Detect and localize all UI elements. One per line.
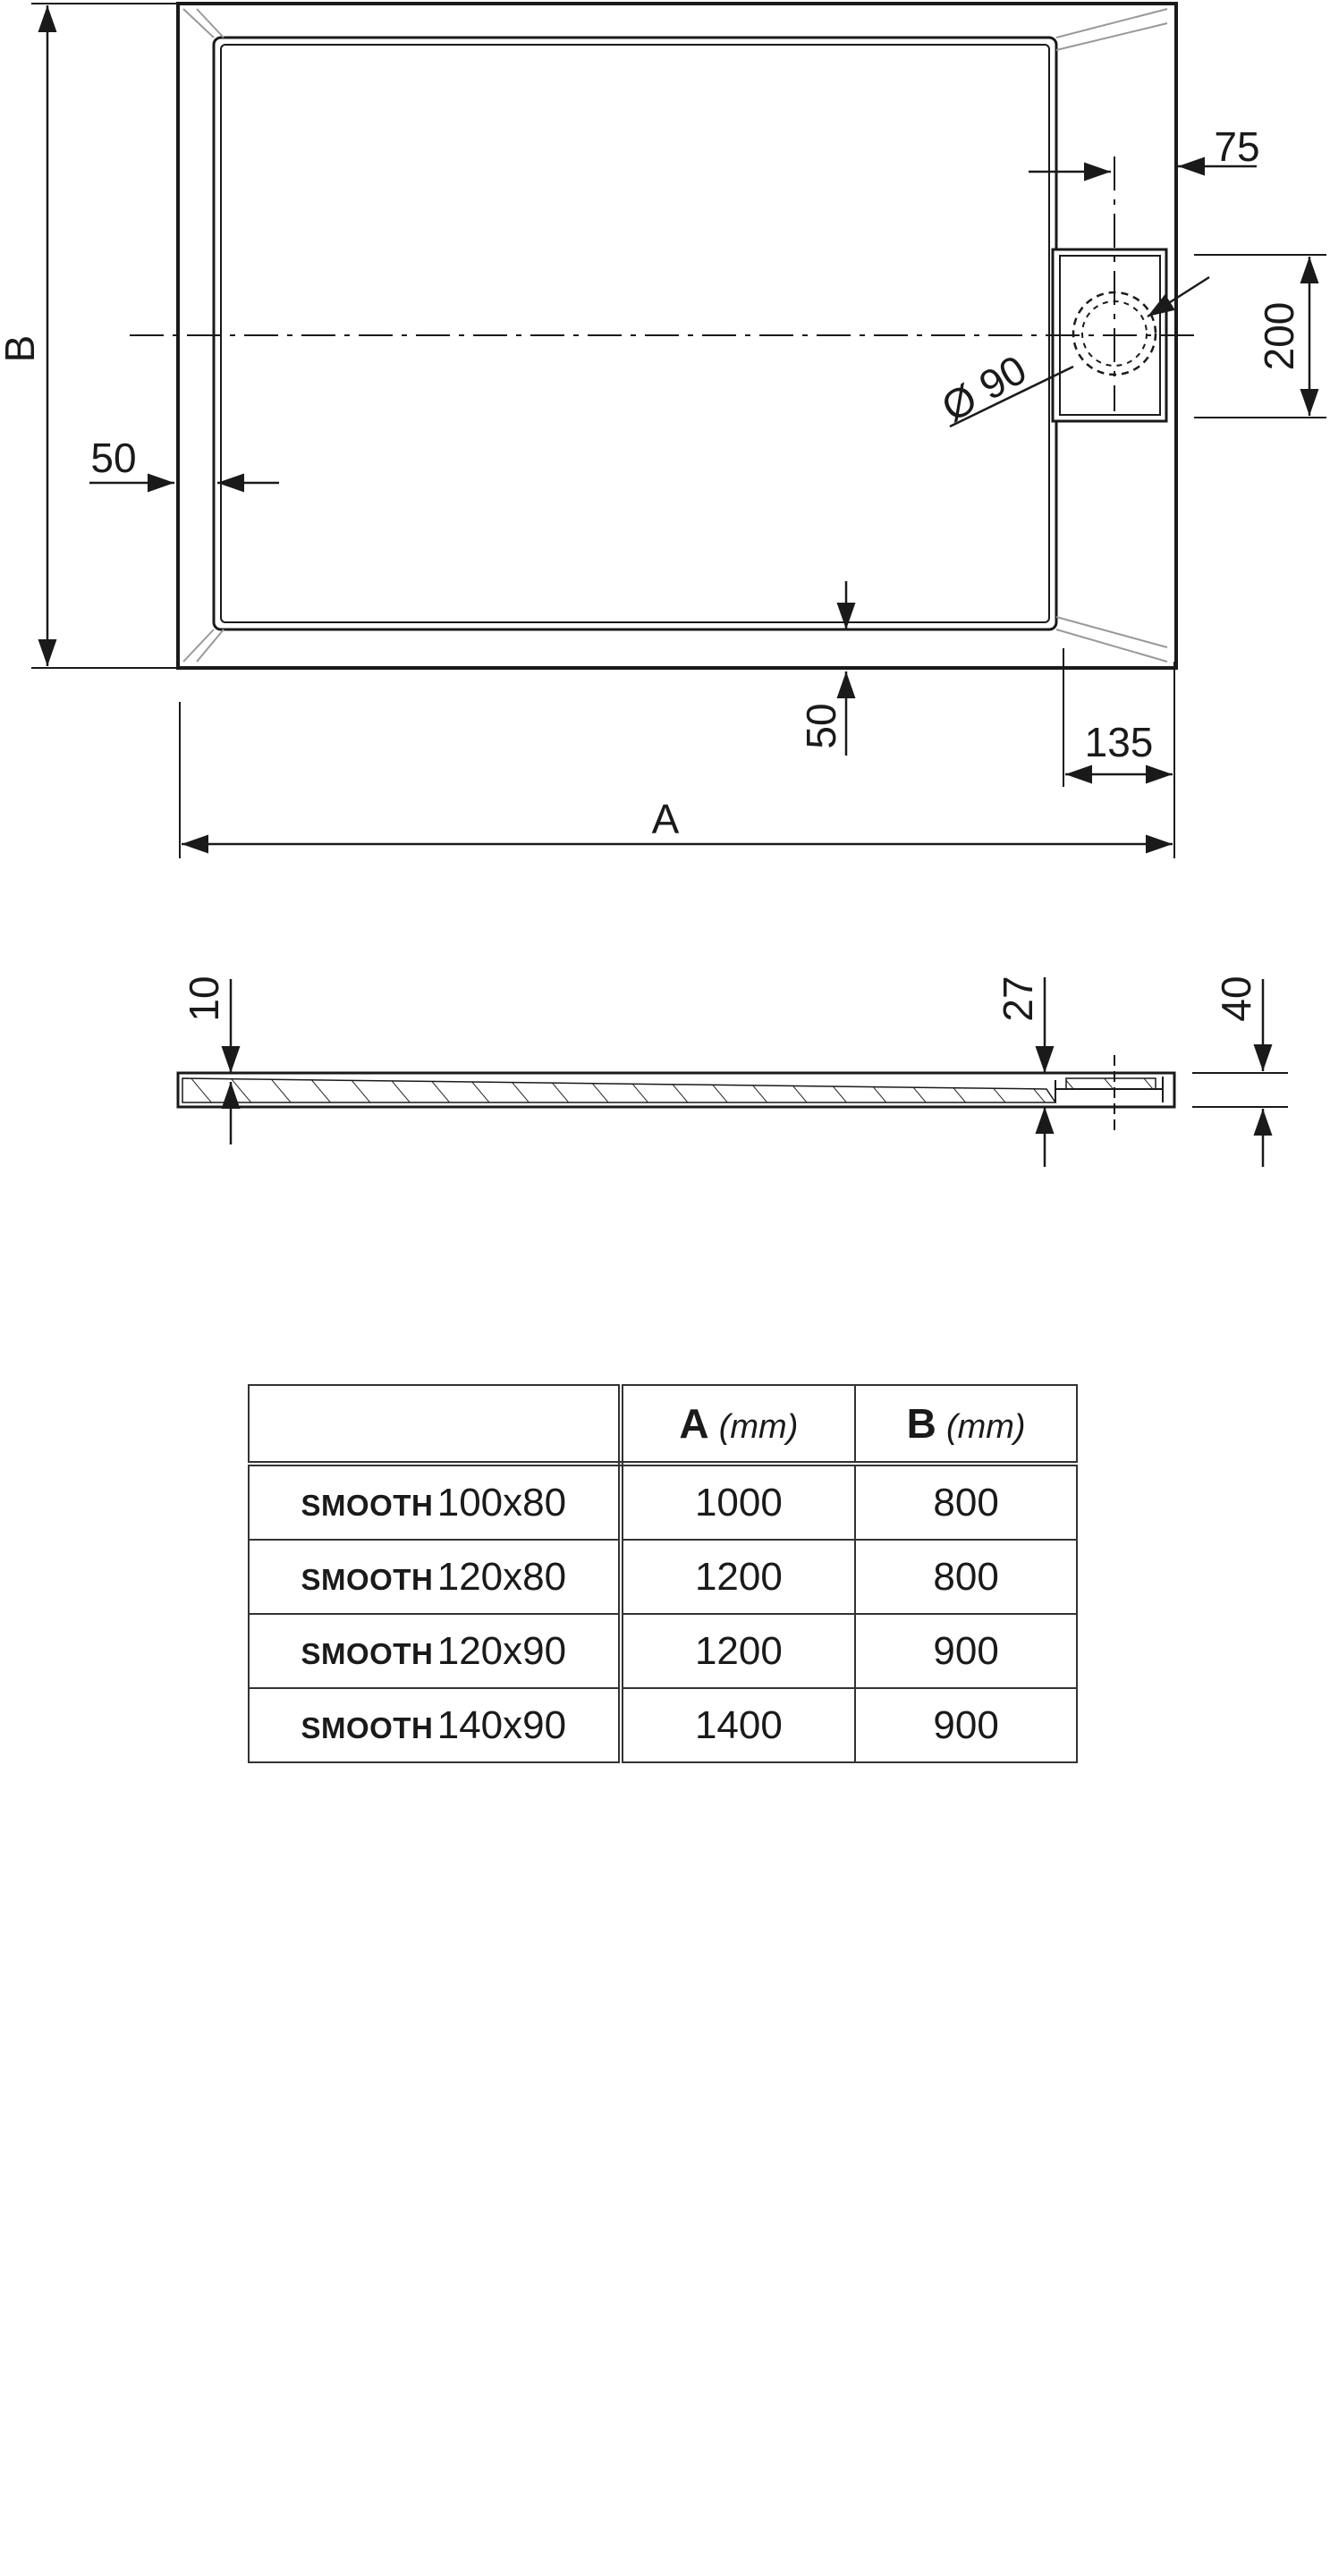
brand-name: SMOOTH (301, 1636, 434, 1670)
model-cell: SMOOTH 120x90 (248, 1613, 623, 1689)
label-a: A (652, 796, 680, 842)
corner-slopes (182, 8, 1168, 663)
label-drain-diameter: Ø 90 (934, 346, 1034, 431)
value-b: 900 (854, 1687, 1078, 1763)
tray-basin (212, 36, 1058, 631)
size-table: A (mm) B (mm) SMOOTH 100x80 1000 800 SMO… (248, 1384, 1078, 1763)
value-b: 800 (854, 1463, 1078, 1541)
label-b: B (0, 335, 43, 363)
model-size: 120x90 (436, 1628, 567, 1673)
label-drain-length: 135 (1085, 719, 1154, 765)
dim-drain-width (1194, 254, 1326, 418)
model-cell: SMOOTH 100x80 (248, 1463, 623, 1541)
dimension-b (31, 3, 178, 669)
dimension-a (179, 662, 1175, 858)
value-a: 1400 (619, 1687, 857, 1763)
model-cell: SMOOTH 120x80 (248, 1539, 623, 1615)
label-drain-thickness: 27 (995, 976, 1041, 1021)
label-edge-thickness: 10 (181, 976, 227, 1021)
header-b: B (mm) (854, 1384, 1078, 1466)
dim-drain-offset (1029, 156, 1257, 182)
value-a: 1200 (619, 1613, 857, 1689)
model-size: 140x90 (436, 1702, 567, 1747)
table-row: SMOOTH 140x90 1400 900 (248, 1687, 1078, 1763)
header-a: A (mm) (619, 1384, 857, 1466)
brand-name: SMOOTH (301, 1562, 434, 1596)
header-b-letter: B (906, 1400, 936, 1447)
label-total-height: 40 (1213, 976, 1259, 1021)
dim-drain-length (1063, 648, 1173, 787)
table-row: SMOOTH 100x80 1000 800 (248, 1463, 1078, 1541)
value-b: 800 (854, 1539, 1078, 1615)
header-a-unit: (mm) (718, 1408, 799, 1446)
label-rim-left: 50 (90, 435, 136, 481)
table-row: SMOOTH 120x90 1200 900 (248, 1613, 1078, 1689)
label-rim-bottom: 50 (798, 703, 844, 748)
brand-name: SMOOTH (301, 1710, 434, 1744)
table-row: SMOOTH 120x80 1200 800 (248, 1539, 1078, 1615)
model-size: 100x80 (436, 1480, 567, 1524)
dim-drain-diameter (949, 275, 1210, 428)
header-b-unit: (mm) (945, 1408, 1026, 1446)
value-a: 1000 (619, 1463, 857, 1541)
model-size: 120x80 (436, 1554, 567, 1599)
model-cell: SMOOTH 140x90 (248, 1687, 623, 1763)
label-drain-width: 200 (1256, 302, 1302, 371)
plan-view: B A 50 50 75 200 (0, 2, 1326, 858)
value-b: 900 (854, 1613, 1078, 1689)
table-header: A (mm) B (mm) (248, 1384, 1078, 1466)
value-a: 1200 (619, 1539, 857, 1615)
brand-name: SMOOTH (301, 1488, 434, 1522)
centre-lines (130, 156, 1199, 411)
header-model (248, 1384, 623, 1466)
dim-total-height (1192, 979, 1288, 1167)
header-a-letter: A (679, 1400, 709, 1447)
section-view: 10 27 40 (176, 976, 1288, 1167)
label-drain-offset: 75 (1214, 123, 1259, 170)
